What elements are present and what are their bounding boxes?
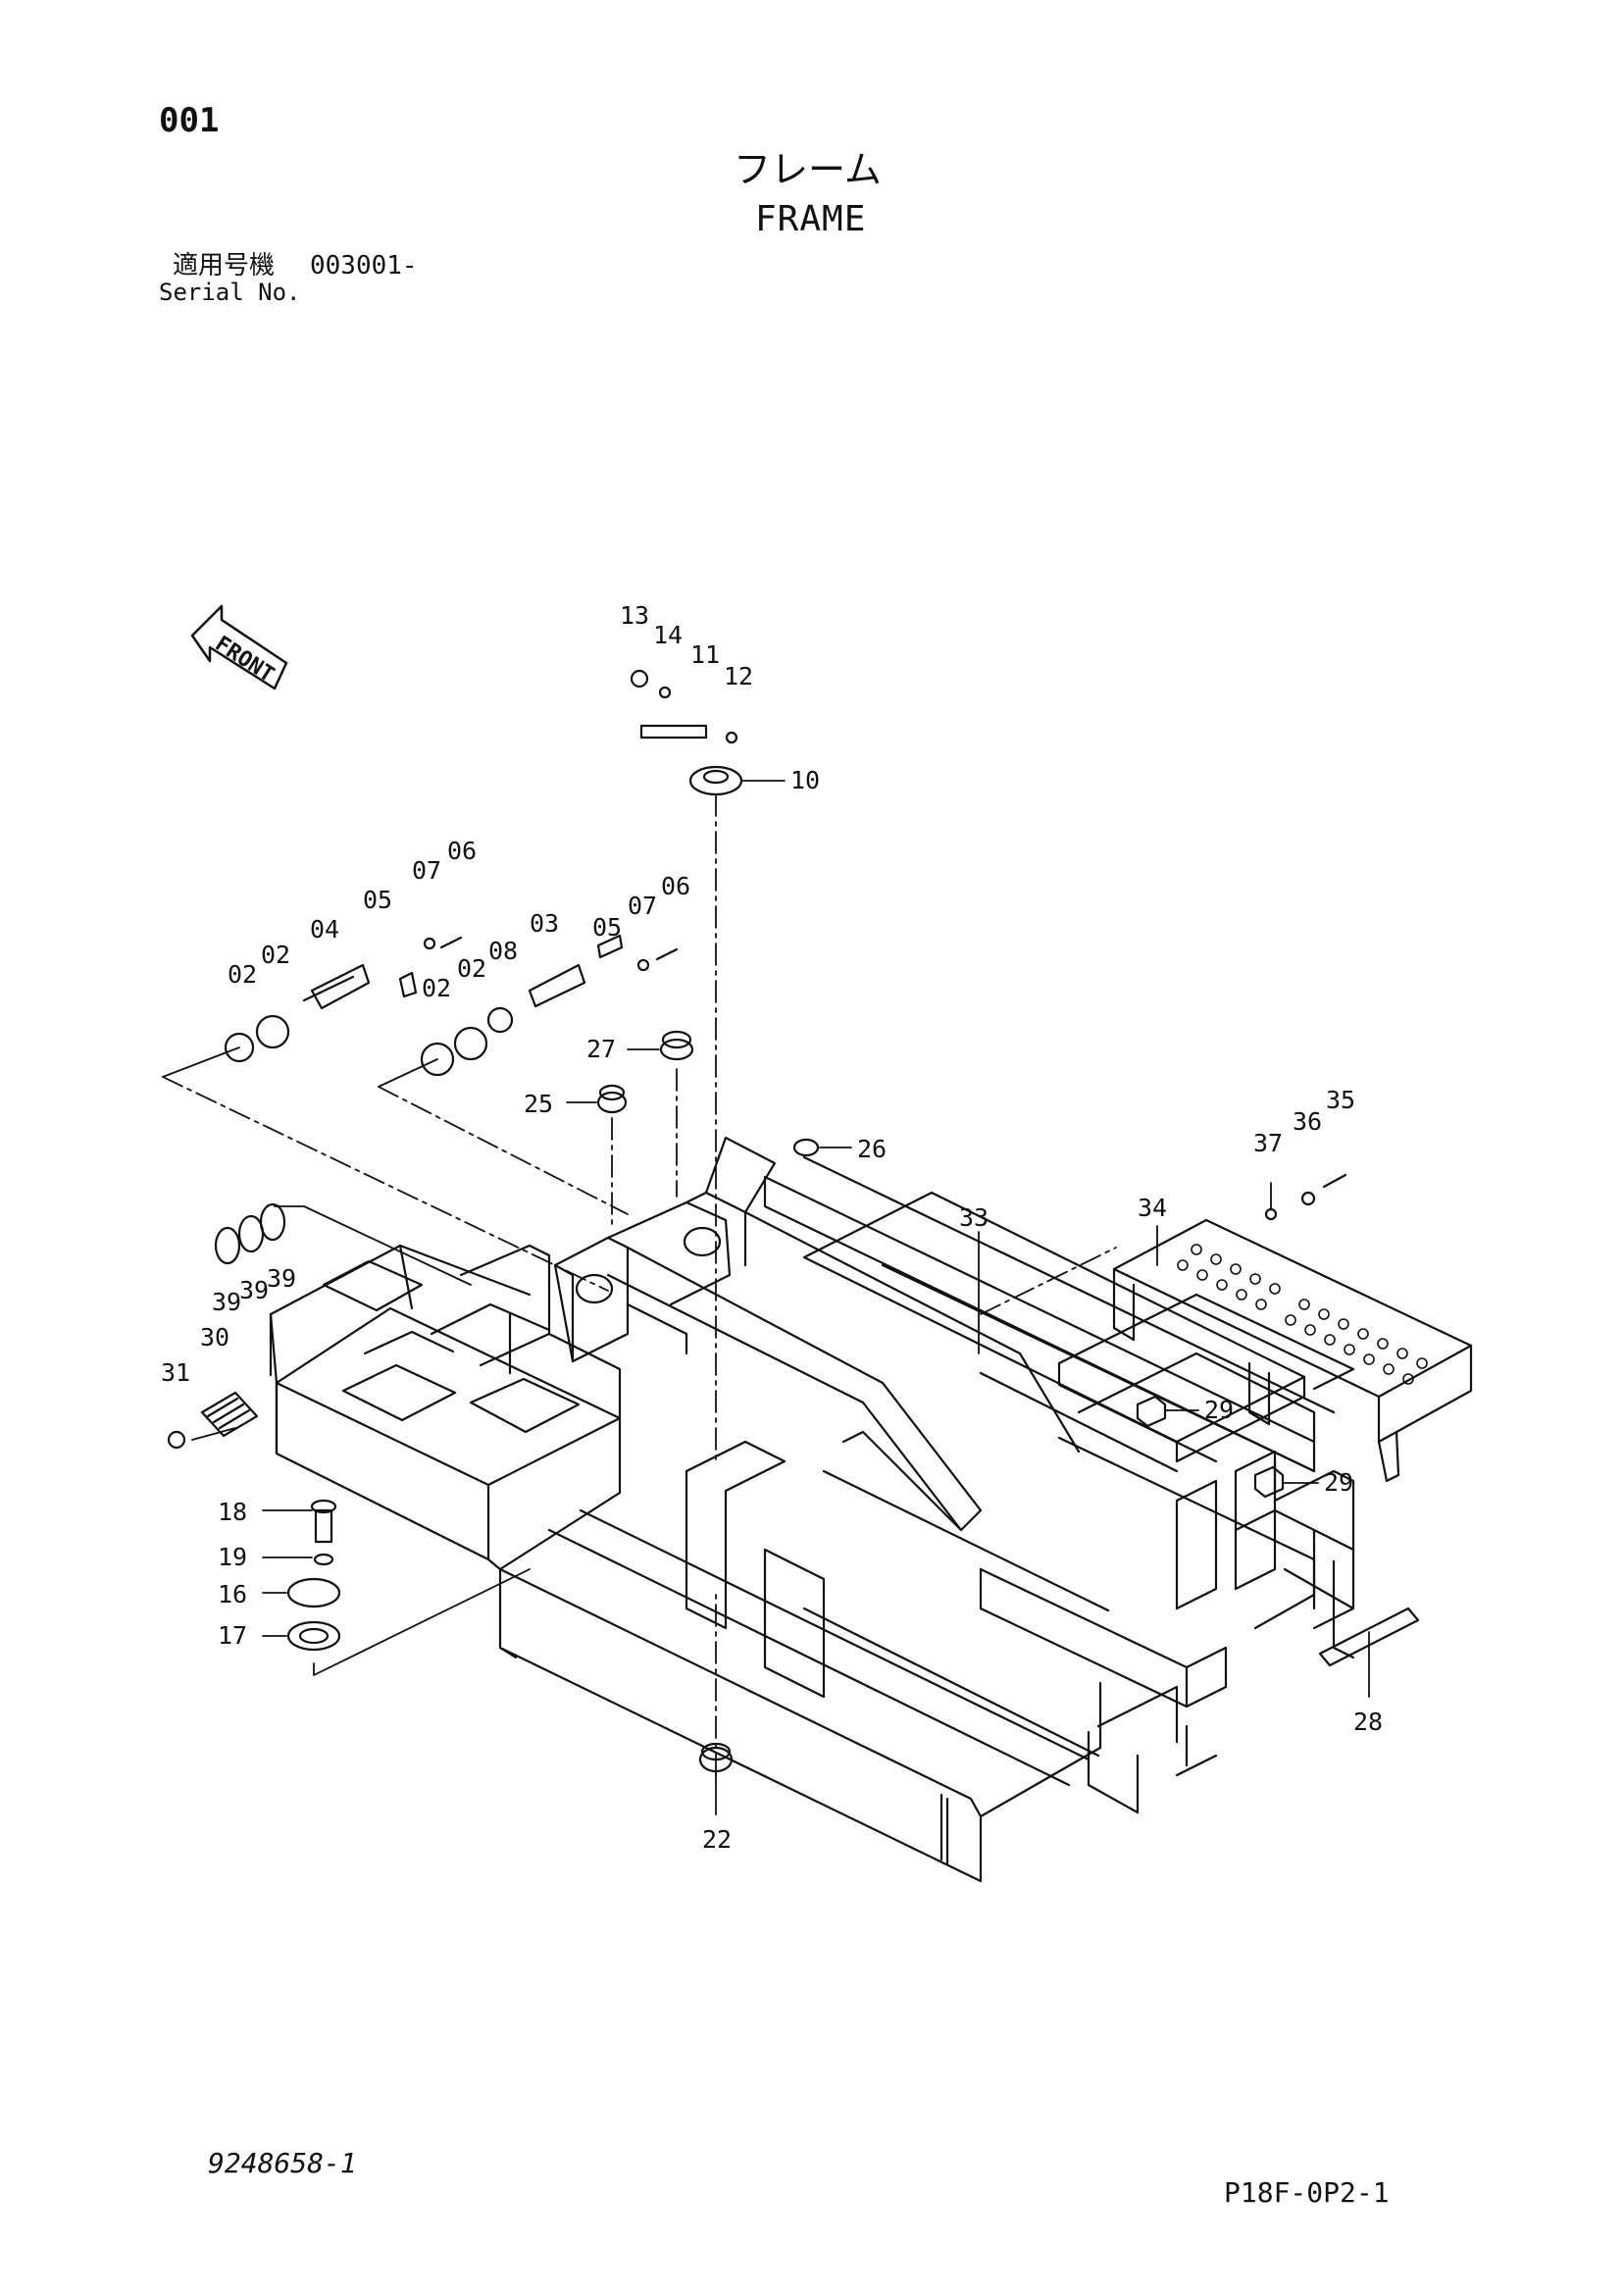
serial-number: 003001- — [310, 251, 418, 281]
callout-37: 37 — [1253, 1129, 1283, 1157]
callout-11: 11 — [690, 640, 720, 669]
boom-bracket — [553, 1136, 777, 1363]
callout-02: 02 — [228, 960, 257, 989]
alignment-lines — [162, 793, 1117, 1776]
front-arrow-label: FRONT — [211, 632, 279, 688]
callout-07: 07 — [628, 892, 657, 920]
callout-36: 36 — [1293, 1107, 1322, 1136]
callout-13: 13 — [620, 601, 649, 630]
callout-02: 02 — [422, 974, 451, 1002]
page-title-japanese: フレーム — [734, 148, 882, 191]
callout-14: 14 — [653, 621, 683, 649]
callout-12: 12 — [724, 662, 753, 690]
callout-29: 29 — [1204, 1396, 1234, 1424]
page-number: 001 — [159, 101, 220, 140]
right-arm — [606, 1210, 1081, 1532]
callout-03: 03 — [530, 909, 559, 938]
page-code: P18F-0P2-1 — [1224, 2176, 1390, 2209]
callout-22: 22 — [702, 1825, 732, 1854]
callout-06: 06 — [447, 837, 477, 865]
main-frame — [275, 1155, 1355, 1883]
callout-39: 39 — [267, 1264, 296, 1293]
callout-04: 04 — [310, 915, 339, 944]
callout-39: 39 — [212, 1288, 241, 1316]
step-plate — [1112, 1218, 1473, 1483]
callout-30: 30 — [200, 1323, 229, 1352]
callout-28: 28 — [1353, 1708, 1383, 1736]
callout-33: 33 — [959, 1203, 989, 1232]
leader-lines — [162, 780, 1370, 1815]
callout-19: 19 — [218, 1543, 247, 1571]
callouts: 13 14 11 12 10 07 06 05 04 02 02 08 03 0… — [161, 601, 1383, 1854]
callout-39: 39 — [239, 1276, 269, 1304]
serial-label-japanese: 適用号機 — [173, 251, 276, 281]
drawing-number: 9248658-1 — [208, 2147, 357, 2179]
callout-17: 17 — [218, 1621, 247, 1650]
callout-34: 34 — [1138, 1194, 1167, 1222]
callout-35: 35 — [1326, 1086, 1355, 1114]
callout-26: 26 — [857, 1135, 887, 1163]
callout-06: 06 — [661, 872, 690, 900]
callout-07: 07 — [412, 856, 441, 885]
callout-05: 05 — [363, 886, 392, 914]
serial-label-english: Serial No. — [159, 279, 301, 306]
callout-05: 05 — [592, 913, 622, 942]
callout-29: 29 — [1324, 1468, 1353, 1497]
callout-10: 10 — [790, 766, 820, 794]
page-title-english: FRAME — [755, 199, 867, 239]
callout-08: 08 — [488, 937, 518, 965]
callout-18: 18 — [218, 1498, 247, 1526]
rear-housing — [269, 1244, 622, 1420]
callout-16: 16 — [218, 1580, 247, 1608]
front-arrow-icon: FRONT — [190, 604, 288, 690]
callout-02: 02 — [261, 941, 290, 969]
callout-27: 27 — [586, 1035, 616, 1063]
callout-25: 25 — [524, 1090, 553, 1118]
callout-02: 02 — [457, 954, 486, 983]
callout-31: 31 — [161, 1358, 190, 1387]
